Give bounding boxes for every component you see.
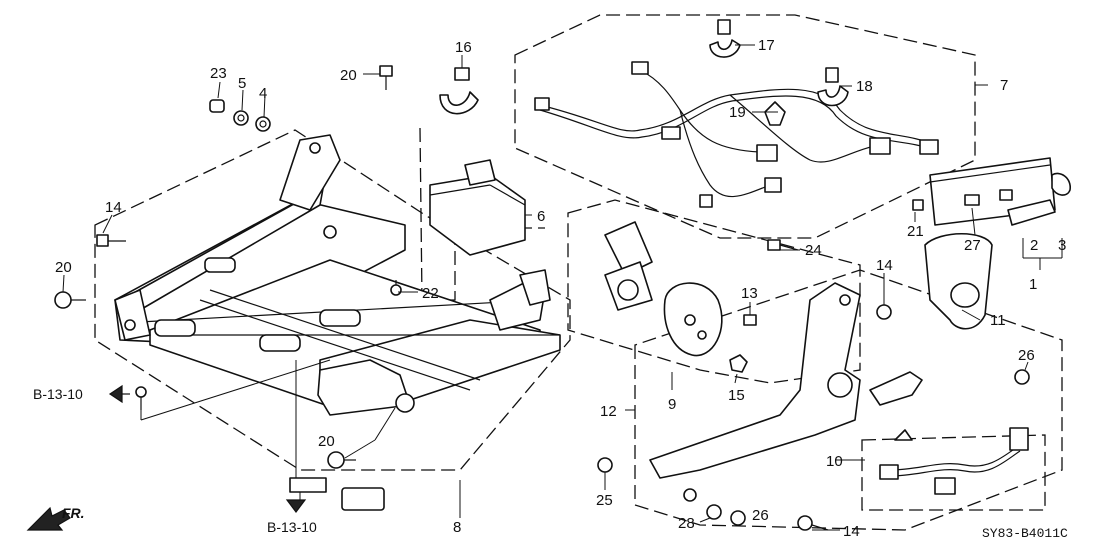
- bolt-13: [743, 314, 757, 326]
- callout-2: 2: [1030, 237, 1038, 254]
- callout-5: 5: [238, 75, 246, 92]
- callout-11: 11: [990, 312, 1006, 329]
- sub-harness-group-outline: [861, 434, 1046, 511]
- callout-6: 6: [537, 208, 545, 225]
- callout-19: 19: [729, 104, 746, 121]
- nut-4: [255, 116, 271, 132]
- clip-17: [709, 19, 741, 58]
- callout-26-right: 26: [1018, 347, 1035, 364]
- bolt-20-top: [379, 65, 393, 90]
- harness-group-outline: [514, 14, 976, 239]
- front-direction-label: FR.: [62, 505, 85, 521]
- leader-lines: [62, 44, 1063, 531]
- callout-14-bottom: 14: [843, 523, 860, 540]
- callout-22: 22: [422, 285, 439, 302]
- control-unit: [429, 159, 526, 256]
- bolt-20-left: [54, 291, 86, 309]
- ref-label-left[interactable]: B-13-10: [33, 386, 83, 402]
- ref-label-bottom[interactable]: B-13-10: [267, 519, 317, 535]
- switch-knob-2: [1007, 199, 1056, 226]
- callout-24: 24: [805, 242, 822, 259]
- connector-block: [341, 487, 385, 511]
- callout-4: 4: [259, 85, 267, 102]
- callout-16: 16: [455, 39, 472, 56]
- front-direction-arrow: [26, 506, 71, 531]
- callout-1: 1: [1029, 276, 1037, 293]
- callout-26-bottom: 26: [752, 507, 769, 524]
- callout-20-bottom: 20: [318, 433, 335, 450]
- callout-9: 9: [668, 396, 676, 413]
- wire-harness: [534, 61, 939, 208]
- switch-knob-3: [1051, 172, 1071, 196]
- bolt-20-bottom: [327, 451, 356, 469]
- nut-26-right: [1014, 369, 1030, 385]
- screw-left: [135, 386, 147, 410]
- callout-20-top: 20: [340, 67, 357, 84]
- nut-26-bottom: [730, 510, 746, 526]
- diagram-code: SY83-B4011C: [982, 526, 1068, 541]
- callout-28: 28: [678, 515, 695, 532]
- callout-3: 3: [1058, 237, 1066, 254]
- callout-18: 18: [856, 78, 873, 95]
- callout-14-left: 14: [105, 199, 122, 216]
- callout-25: 25: [596, 492, 613, 509]
- callout-20-left: 20: [55, 259, 72, 276]
- motor: [604, 221, 653, 311]
- callout-14-right: 14: [876, 257, 893, 274]
- callout-13: 13: [741, 285, 758, 302]
- callout-23: 23: [210, 65, 227, 82]
- gear-plate: [663, 282, 723, 357]
- clip-18: [817, 67, 849, 107]
- bolt-24: [767, 239, 799, 251]
- bolt-25: [597, 457, 613, 473]
- arrow-down-ref: [285, 499, 307, 513]
- bolt-21: [912, 199, 924, 211]
- arrow-left-ref: [108, 384, 130, 404]
- callout-27: 27: [964, 237, 981, 254]
- washer-5: [233, 110, 249, 126]
- cover: [924, 232, 993, 330]
- callout-7: 7: [1000, 77, 1008, 94]
- callout-21: 21: [907, 223, 924, 240]
- sub-harness: [879, 427, 1029, 495]
- seat-track-assembly: [114, 134, 561, 493]
- callout-12: 12: [600, 403, 617, 420]
- callout-17: 17: [758, 37, 775, 54]
- clip-16: [439, 67, 479, 115]
- bolt-14-bottom: [797, 515, 829, 531]
- clip-19: [764, 101, 786, 126]
- bolt-14-left: [96, 234, 126, 247]
- callout-8: 8: [453, 519, 461, 536]
- callout-15: 15: [728, 387, 745, 404]
- nut-28: [706, 504, 722, 520]
- recliner-bracket: [649, 282, 923, 502]
- nut-15: [729, 354, 748, 373]
- recliner-group-outline: [634, 269, 1063, 531]
- nut-23: [209, 99, 225, 113]
- bolt-14-right: [876, 304, 892, 320]
- callout-10: 10: [826, 453, 843, 470]
